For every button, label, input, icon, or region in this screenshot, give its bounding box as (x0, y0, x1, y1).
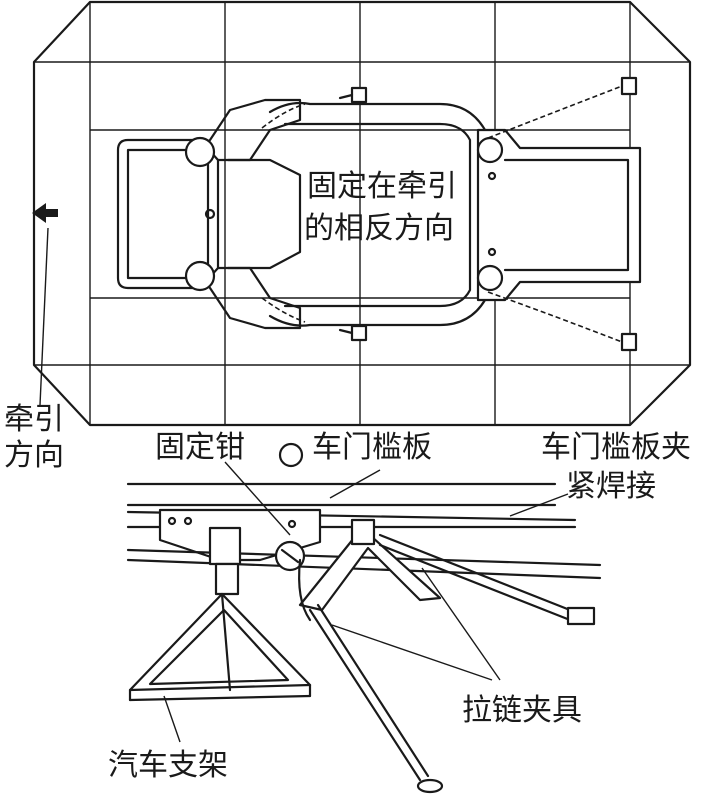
rocker-panel-label: 车门槛板 (312, 430, 432, 465)
pull-direction-arrow-icon (32, 203, 58, 223)
clamp-label: 固定钳 (155, 430, 245, 465)
opposite-direction-label-line1: 固定在牵引 (307, 169, 457, 204)
pull-direction-label-line2: 方向 (4, 438, 64, 473)
car-stand-label: 汽车支架 (108, 748, 228, 783)
pull-direction-label-line1: 牵引 (4, 402, 64, 437)
pull-direction-leader (39, 227, 49, 406)
rocker-weld-label-line1: 车门槛板夹 (541, 430, 691, 465)
rocker-weld-label-line2: 紧焊接 (566, 469, 656, 504)
side-view (126, 442, 602, 794)
car-frame-top-view (116, 76, 642, 352)
opposite-direction-label-line2: 的相反方向 (304, 211, 454, 246)
chain-clamp-label: 拉链夹具 (462, 693, 582, 728)
